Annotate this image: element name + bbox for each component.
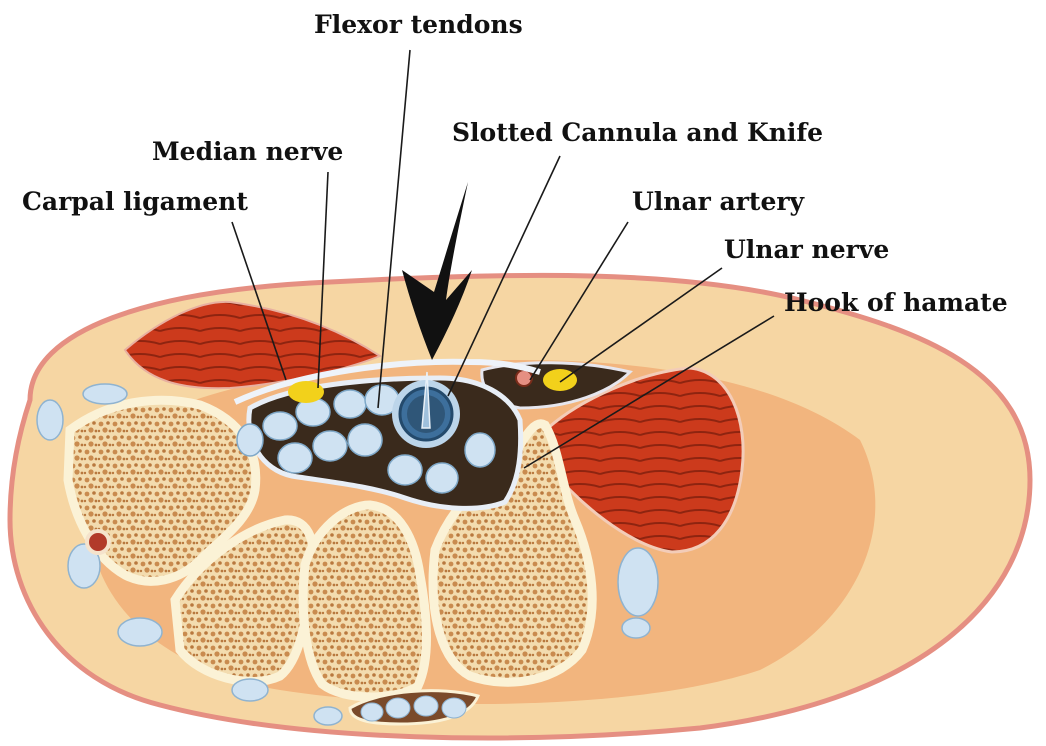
radial-artery-vessel bbox=[87, 531, 109, 553]
tendon bbox=[313, 431, 347, 461]
tendon bbox=[426, 463, 458, 493]
label-hook-of-hamate: Hook of hamate bbox=[784, 288, 1008, 317]
tendon bbox=[263, 412, 297, 440]
label-slotted-cannula: Slotted Cannula and Knife bbox=[452, 118, 823, 147]
label-carpal-ligament: Carpal ligament bbox=[22, 187, 248, 216]
ulnar-nerve-shape bbox=[543, 369, 577, 391]
capitate-bone bbox=[303, 505, 426, 697]
tendon bbox=[237, 424, 263, 456]
tendon bbox=[278, 443, 312, 473]
ulnar-artery-vessel bbox=[516, 370, 532, 386]
tendon bbox=[388, 455, 422, 485]
label-median-nerve: Median nerve bbox=[152, 137, 343, 166]
label-ulnar-nerve: Ulnar nerve bbox=[724, 235, 889, 264]
label-ulnar-artery: Ulnar artery bbox=[632, 187, 806, 216]
tendon bbox=[348, 424, 382, 456]
label-flexor-tendons: Flexor tendons bbox=[314, 10, 523, 39]
tendon bbox=[465, 433, 495, 467]
tendon bbox=[334, 390, 366, 418]
